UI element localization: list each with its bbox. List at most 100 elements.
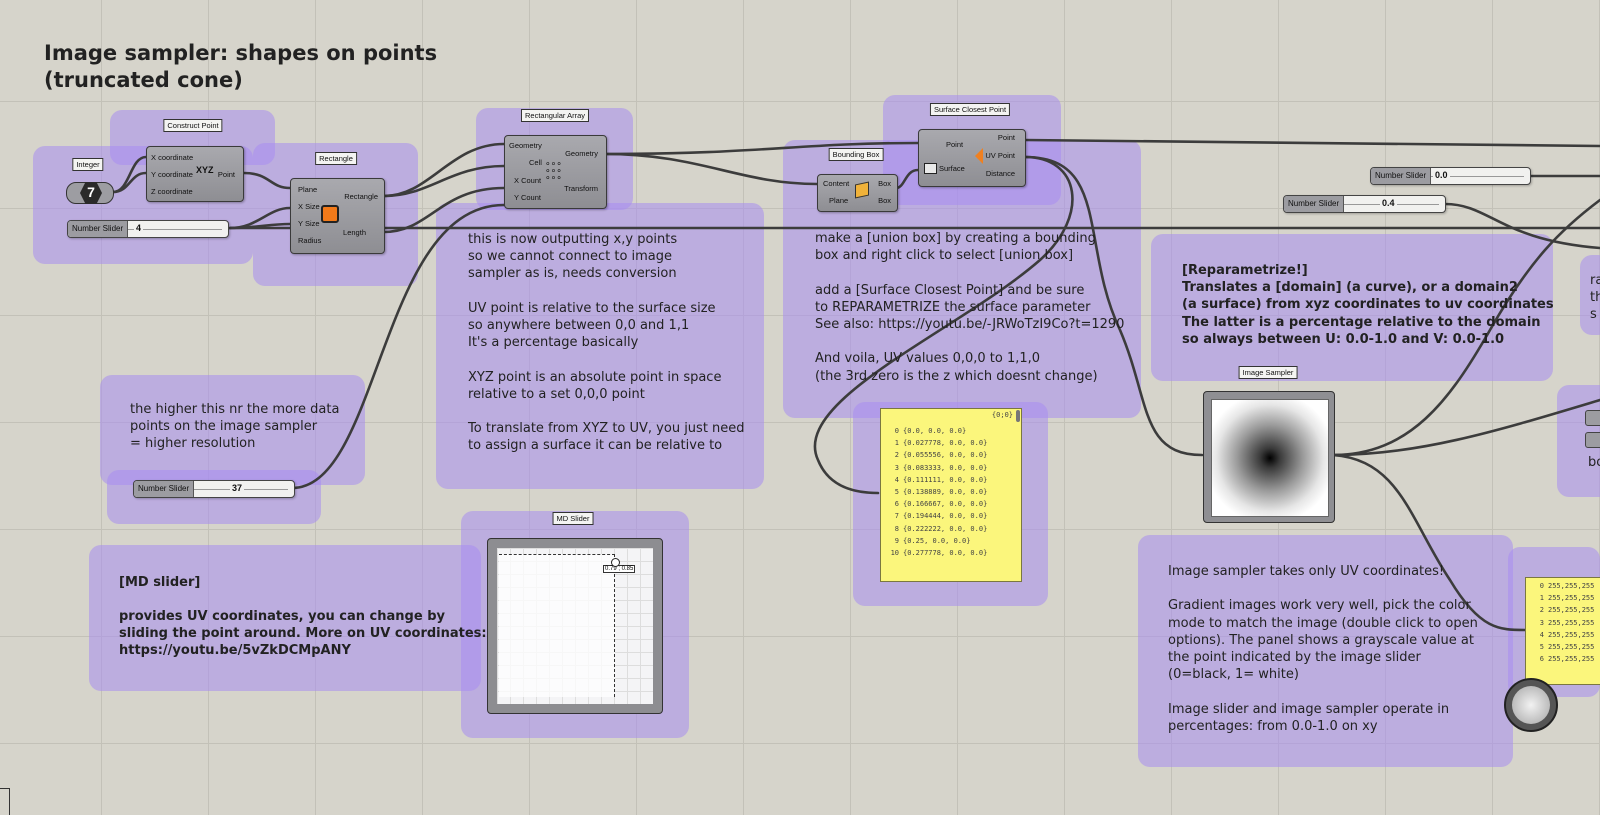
ra-output-geometry: Geometry — [565, 149, 598, 158]
row-value: 255,255,255 — [1548, 618, 1595, 627]
row-index: 4 — [1539, 630, 1544, 639]
slider-name: Number Slider — [1284, 196, 1345, 212]
row-index: 1 — [894, 439, 899, 448]
md-slider-handle[interactable] — [611, 558, 620, 567]
row-value: {0.277778, 0.0, 0.0} — [903, 549, 988, 557]
bbox-output-box: Box — [878, 179, 891, 188]
integer-hex-icon — [80, 182, 102, 204]
slider-name: Number Slider — [1371, 168, 1432, 184]
rectangle-node[interactable]: Plane X Size Y Size Radius Rectangle Len… — [290, 178, 385, 254]
row-index: 6 — [1539, 655, 1544, 664]
rect-input-radius: Radius — [298, 236, 322, 245]
row-index: 3 — [1539, 618, 1544, 627]
panel-row: 3{0.083333, 0.0, 0.0} — [881, 462, 1021, 474]
panel-scrollbar[interactable] — [1016, 410, 1020, 422]
row-index: 7 — [894, 512, 899, 521]
rect-input-ysize: Y Size — [298, 219, 320, 228]
group-md-note[interactable] — [89, 545, 481, 691]
row-index: 9 — [894, 536, 899, 545]
bbox-output-box2: Box — [878, 196, 891, 205]
row-value: {0.055556, 0.0, 0.0} — [903, 451, 988, 460]
row-value: {0.111111, 0.0, 0.0} — [903, 475, 988, 484]
row-index: 0 — [894, 427, 899, 435]
cp-input-z: Z coordinate — [151, 187, 193, 196]
slider-track[interactable] — [1431, 176, 1524, 177]
bbox-tag: Bounding Box — [828, 148, 884, 161]
number-slider-count[interactable]: Number Slider 4 — [67, 220, 229, 238]
clipped-slider-2[interactable] — [1585, 432, 1600, 448]
panel-row: 6 {0.166667, 0.0, 0.0} — [881, 498, 1021, 510]
scp-node[interactable]: Point Surface Point UV Point Distance — [918, 129, 1026, 187]
panel-path: {0;0} — [991, 411, 1013, 419]
cp-input-x: X coordinate — [151, 153, 194, 162]
clipped-slider-1[interactable] — [1585, 410, 1600, 426]
md-slider[interactable]: 0.79 ; 0.85 — [487, 538, 663, 714]
panel-row: 4{0.111111, 0.0, 0.0} — [881, 474, 1021, 486]
slider-track[interactable] — [128, 229, 222, 230]
row-value: 255,255,255 — [1548, 655, 1595, 664]
rectangle-tag: Rectangle — [315, 152, 357, 165]
image-sampler[interactable] — [1203, 391, 1335, 523]
image-slider-knob[interactable] — [1504, 678, 1558, 732]
ra-input-cell: Cell — [529, 158, 542, 167]
uv-values-panel[interactable]: {0;0} 0{0.0, 0.0, 0.0} 1 {0.027778, 0.0, 0… — [880, 408, 1022, 582]
panel-row: 5 255,255,255 — [1526, 641, 1600, 653]
ra-output-transform: Transform — [564, 184, 598, 193]
slider-name: Number Slider — [68, 221, 129, 237]
slider-value: 0.0 — [1433, 170, 1450, 180]
md-slider-tag: MD Slider — [552, 512, 594, 525]
panel-row: 10 {0.277778, 0.0, 0.0} — [881, 547, 1021, 559]
md-slider-field[interactable]: 0.79 ; 0.85 — [497, 548, 653, 704]
rect-input-plane: Plane — [298, 185, 318, 194]
group-resolution[interactable] — [100, 375, 365, 485]
integer-tag: Integer — [72, 158, 104, 171]
box-icon — [855, 181, 869, 199]
number-slider-v[interactable]: Number Slider 0.4 — [1283, 195, 1446, 213]
slider-name: Number Slider — [134, 481, 195, 497]
row-index: 0 — [1539, 582, 1544, 590]
cp-input-y: Y coordinate — [151, 170, 193, 179]
bbox-input-plane: Plane — [829, 196, 849, 205]
panel-row: 9{0.25, 0.0, 0.0} — [881, 535, 1021, 547]
knob-face — [1512, 686, 1550, 724]
canvas-title-line1: Image sampler: shapes on points — [44, 41, 438, 65]
row-index: 6 — [894, 500, 899, 509]
row-value: 255,255,255 — [1548, 606, 1595, 615]
panel-row: 3 255,255,255 — [1526, 617, 1600, 629]
row-index: 10 — [890, 549, 899, 557]
construct-point-node[interactable]: X coordinate Y coordinate Z coordinate X… — [146, 146, 244, 202]
clipped-note-1: ra th s — [1590, 273, 1600, 323]
number-slider-resolution[interactable]: Number Slider 37 — [133, 480, 295, 498]
group-array-note[interactable] — [436, 203, 764, 489]
rect-output-rectangle: Rectangle — [344, 192, 378, 201]
md-slider-readout: 0.79 ; 0.85 — [603, 565, 636, 573]
grid-dots-icon: ∘∘∘∘∘∘∘∘∘ — [545, 158, 562, 182]
ra-input-geometry: Geometry — [509, 141, 542, 150]
panel-row: 1 {0.027778, 0.0, 0.0} — [881, 437, 1021, 449]
bbox-input-content: Content — [823, 179, 850, 188]
row-value: {0.166667, 0.0, 0.0} — [903, 500, 988, 509]
md-note-body: provides UV coordinates, you can change … — [119, 609, 487, 659]
row-index: 5 — [1539, 643, 1544, 651]
gradient-image — [1211, 399, 1329, 517]
cp-icon: XYZ — [196, 165, 214, 175]
row-value: 255,255,255 — [1548, 582, 1595, 590]
group-sampler-note[interactable] — [1138, 535, 1513, 767]
rect-array-node[interactable]: Geometry Cell X Count Y Count ∘∘∘∘∘∘∘∘∘ … — [504, 135, 607, 209]
row-value: {0.027778, 0.0, 0.0} — [903, 439, 988, 448]
panel-row: 0{0.0, 0.0, 0.0} — [881, 425, 1021, 437]
integer-param[interactable]: 7 — [66, 182, 114, 204]
group-right-1[interactable] — [1580, 255, 1600, 335]
number-slider-u[interactable]: Number Slider 0.0 — [1370, 167, 1531, 185]
rect-input-xsize: X Size — [298, 202, 320, 211]
group-reparam[interactable] — [1151, 234, 1553, 381]
image-sampler-tag: Image Sampler — [1238, 366, 1298, 379]
bbox-node[interactable]: Content Plane Box Box — [817, 174, 898, 212]
row-value: 255,255,255 — [1548, 643, 1595, 651]
surface-param-icon — [924, 163, 937, 174]
